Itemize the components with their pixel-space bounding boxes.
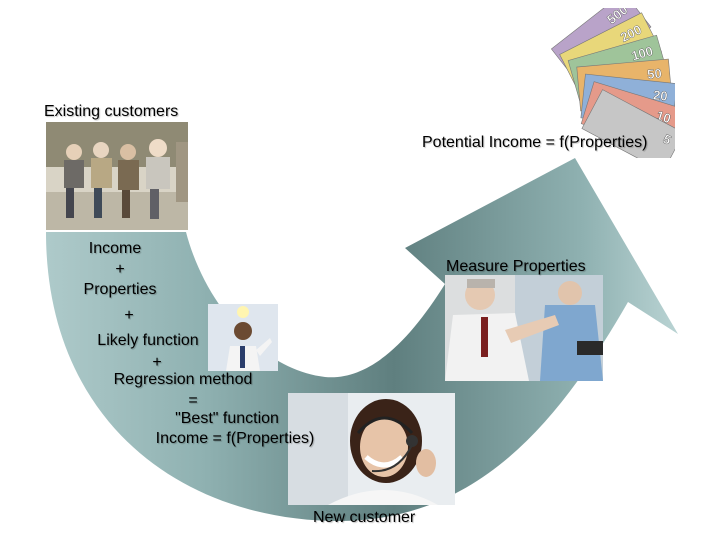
measure-properties-photo [445,275,603,381]
formula-likely-function: Likely function [97,332,199,349]
new-customer-label: New customer [313,509,416,526]
potential-income-label: Potential Income = f(Properties) [422,134,648,151]
banknote-value: 20 [652,87,668,103]
formula-plus-1: + [115,261,125,278]
formula-regression-method: Regression method [113,371,253,388]
formula-properties: Properties [83,281,157,298]
formula-plus-3: + [152,354,162,371]
curved-arrow-shape [46,158,678,521]
banknote-5: 5 [581,89,675,158]
formula-best-function: "Best" function [175,410,279,427]
existing-customers-photo [46,122,188,230]
banknote-value: 50 [647,66,663,82]
formula-plus-2: + [124,307,134,324]
new-customer-photo [288,393,455,505]
existing-customers-label: Existing customers [44,103,179,120]
measure-properties-label: Measure Properties [446,258,586,275]
formula-income: Income [88,240,142,257]
formula-income-expression: Income = f(Properties) [155,430,315,447]
banknote-value: 100 [630,43,655,63]
likely-function-photo [208,304,278,371]
formula-equals: = [188,392,198,409]
